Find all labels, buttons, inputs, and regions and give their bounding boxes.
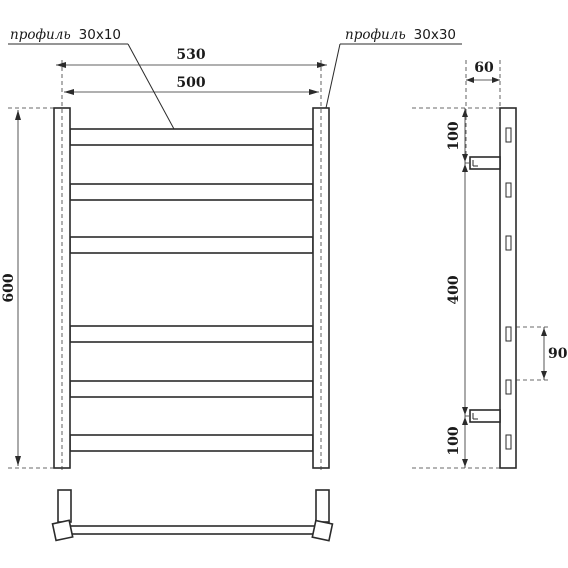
mount-depth-value: 60 [474, 60, 494, 76]
crossbar-section [505, 235, 512, 251]
crossbar-section [505, 182, 512, 198]
top-view [51, 489, 334, 542]
top-view-left-joint [51, 519, 74, 542]
crossbar [69, 434, 314, 452]
total-width-value: 530 [176, 47, 205, 63]
side-vertical-post [499, 107, 517, 469]
top-offset-value: 100 [446, 121, 462, 150]
mount-depth-dimension: 60 [466, 60, 500, 83]
crossbar [69, 128, 314, 146]
crossbar [69, 380, 314, 398]
crossbar-section [505, 379, 512, 395]
bar-gap-dimension: 90 [541, 327, 568, 380]
inner-width-value: 500 [176, 75, 205, 91]
total-width-dimension: 530 [56, 47, 327, 68]
wall-mount-bottom [469, 409, 501, 423]
top-view-left-post [57, 489, 72, 523]
inner-width-dimension: 500 [64, 75, 319, 95]
bottom-offset-value: 100 [446, 426, 462, 455]
height-dimension: 600 [1, 110, 21, 466]
bar-gap-value: 90 [548, 346, 568, 362]
side-vertical-dimensions: 100 400 100 [446, 108, 468, 468]
crossbars [69, 128, 314, 452]
crossbar-sections [505, 127, 512, 450]
crossbar [69, 183, 314, 201]
top-view-right-post [315, 489, 330, 523]
crossbar [69, 236, 314, 254]
mount-spacing-value: 400 [446, 275, 462, 304]
top-view-right-joint [311, 519, 334, 542]
crossbar [69, 325, 314, 343]
top-view-crossbar [63, 525, 323, 535]
height-value: 600 [1, 273, 17, 302]
crossbar-section [505, 434, 512, 450]
wall-mount-top [469, 156, 501, 170]
crossbar-section [505, 127, 512, 143]
crossbar-section [505, 326, 512, 342]
side-view: 60 100 400 100 90 [412, 60, 568, 469]
